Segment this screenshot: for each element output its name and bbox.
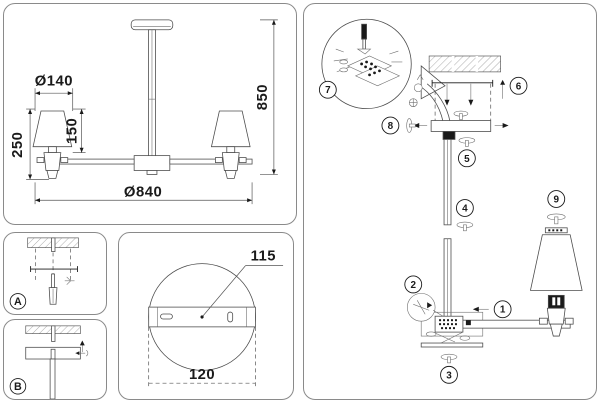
plate-width-arrows xyxy=(413,123,509,129)
balloon-2-text: 2 xyxy=(410,280,416,291)
mounting-bracket xyxy=(30,266,78,273)
screw-driven-icon xyxy=(64,276,75,285)
dim-label-shade-diameter: Ø140 xyxy=(35,73,73,89)
step-b-drawing: B xyxy=(9,325,89,399)
lift-arrow-icon xyxy=(79,340,85,353)
dim-label-plate-length: 115 xyxy=(251,249,276,265)
panel-canopy-plan: 115 120 xyxy=(118,232,294,400)
ceiling-stud xyxy=(51,237,56,252)
balloon-4-group: 4 xyxy=(456,199,474,232)
canopy-plate xyxy=(25,346,81,360)
assembly-drawing: 7 6 xyxy=(318,18,583,384)
main-view-drawing: Ø140 150 250 xyxy=(10,19,278,205)
balloon-6-text: 6 xyxy=(516,81,522,92)
balloon-5-text: 5 xyxy=(464,154,470,165)
center-hub-assembly xyxy=(420,311,484,345)
balloon-1-group: 1 xyxy=(472,300,512,319)
tighten-icon xyxy=(75,349,89,357)
upper-drop-tube xyxy=(443,139,452,226)
dim-label-total-drop: 850 xyxy=(255,84,271,110)
balloon-3-group: 3 xyxy=(420,342,484,384)
balloon-3-text: 3 xyxy=(446,370,452,381)
dim-overall-width: Ø840 xyxy=(34,182,253,205)
detail-bubble-7: 7 xyxy=(318,18,446,110)
balloon-2-group: 2 xyxy=(404,275,444,322)
dim-total-drop: 850 xyxy=(255,19,278,175)
plate-screw-icon xyxy=(453,110,469,120)
panel-exploded-assembly: 7 6 xyxy=(303,3,597,400)
lamp-left xyxy=(32,110,73,179)
step-label-b: B xyxy=(9,378,27,395)
ceiling-canopy xyxy=(130,19,174,31)
balloon-6: 6 xyxy=(500,76,528,99)
balloon-4-text: 4 xyxy=(462,203,468,214)
upper-arm-bracket xyxy=(408,74,492,140)
step-a-drawing: A xyxy=(9,237,79,310)
balloon-8-group: 8 xyxy=(381,116,416,135)
pendant-rod xyxy=(49,358,56,399)
dim-label-shade-height: 150 xyxy=(65,118,81,144)
lower-drop-tube xyxy=(443,238,452,322)
canopy-plan-drawing: 115 120 xyxy=(148,249,284,388)
dim-shade-diameter: Ø140 xyxy=(34,73,74,112)
balloon-7-text: 7 xyxy=(325,85,331,96)
balloon-8-text: 8 xyxy=(388,121,394,132)
step-label-a-text: A xyxy=(14,296,22,308)
dim-shade-height: 150 xyxy=(65,108,86,153)
dim-label-overall-width: Ø840 xyxy=(124,184,162,200)
leader-plate-length: 115 xyxy=(200,249,284,319)
dim-lamp-height: 250 xyxy=(10,108,49,180)
center-hub xyxy=(133,155,171,175)
balloon-1-text: 1 xyxy=(500,305,506,316)
dim-label-canopy-diameter: 120 xyxy=(189,367,215,383)
screwdriver-icon xyxy=(48,273,58,305)
balloon-5-group: 5 xyxy=(457,137,476,168)
panel-step-b: B xyxy=(3,319,107,400)
bracket-screw-arrows xyxy=(431,79,494,106)
ceiling-stud xyxy=(51,325,56,342)
ceiling-surface xyxy=(428,55,502,73)
drop-rod xyxy=(148,29,156,158)
step-label-a: A xyxy=(9,293,27,310)
step-label-b-text: B xyxy=(14,381,22,393)
right-lamp-assembly: 9 xyxy=(529,190,583,337)
panel-main-dimension-view: Ø140 150 250 xyxy=(3,3,297,225)
balloon-9-text: 9 xyxy=(554,194,560,205)
lamp-right xyxy=(210,110,251,179)
panel-step-a: A xyxy=(3,232,107,315)
dim-label-lamp-height: 250 xyxy=(10,132,26,158)
